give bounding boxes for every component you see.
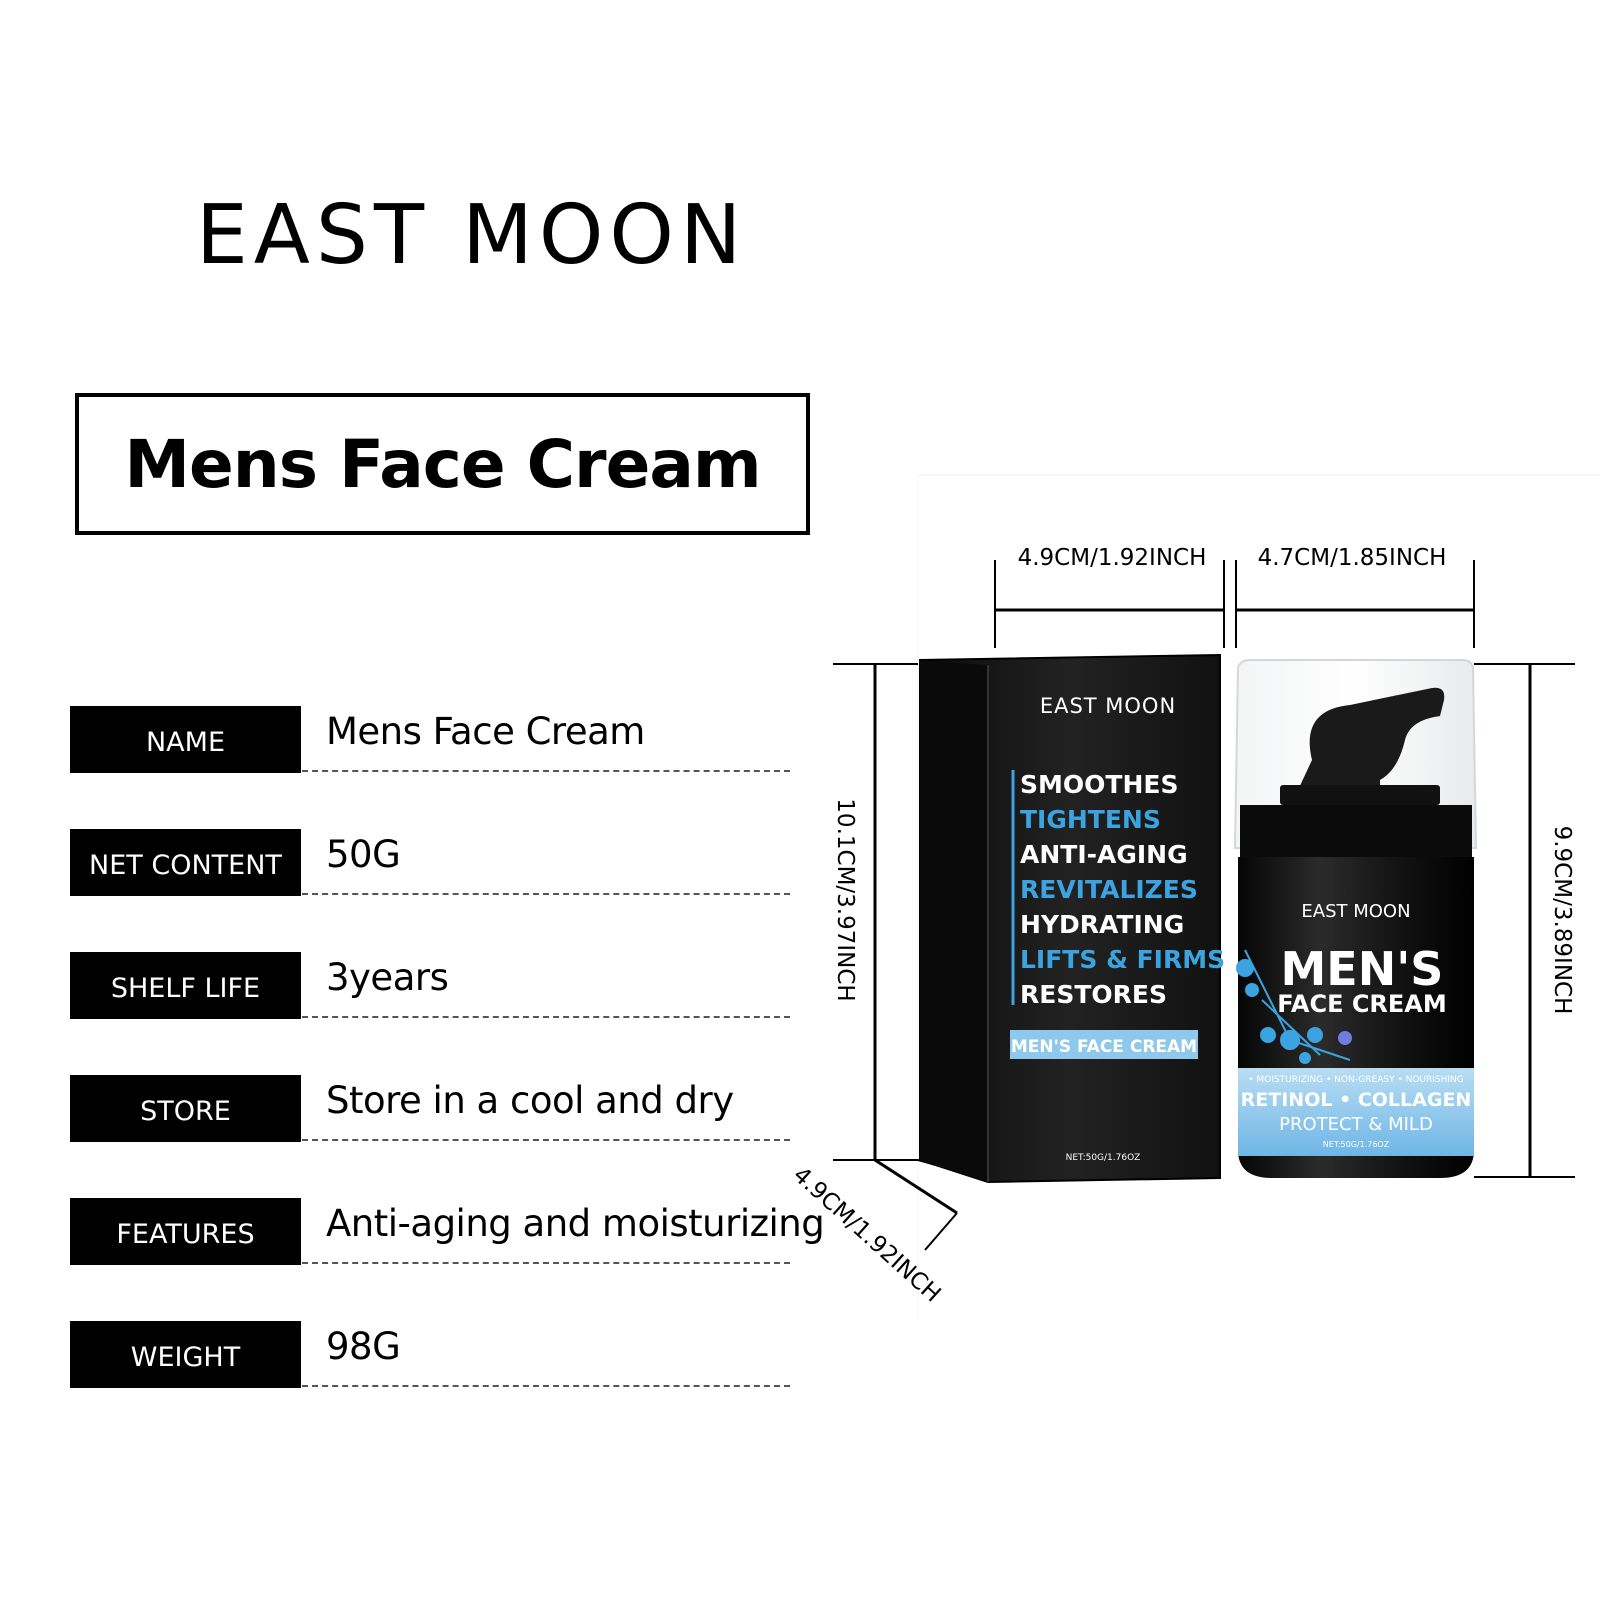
spec-label: FEATURES (70, 1198, 301, 1265)
box-claim: LIFTS & FIRMS (1020, 945, 1225, 974)
spec-value: Mens Face Cream (326, 710, 645, 753)
dimension-jar-width: 4.7CM/1.85INCH (1235, 545, 1475, 648)
dashed-divider (302, 770, 790, 772)
spec-label: SHELF LIFE (70, 952, 301, 1019)
spec-value: 98G (326, 1325, 401, 1368)
spec-row-weight: WEIGHT 98G (70, 1321, 790, 1391)
dashed-divider (302, 1139, 790, 1141)
dimension-box-height: 10.1CM/3.97INCH (832, 663, 918, 1161)
dimension-box-width: 4.9CM/1.92INCH (994, 545, 1225, 648)
box-claim: TIGHTENS (1020, 805, 1161, 834)
spec-label: WEIGHT (70, 1321, 301, 1388)
spec-row-name: NAME Mens Face Cream (70, 706, 790, 776)
box-brand: EAST MOON (1040, 694, 1176, 718)
molecule-graphic (1236, 949, 1352, 1064)
dashed-divider (302, 1262, 790, 1264)
spec-label: STORE (70, 1075, 301, 1142)
box-claim: REVITALIZES (1020, 875, 1198, 904)
dimension-jar-height: 9.9CM/3.89INCH (1474, 663, 1575, 1178)
dimension-label: 10.1CM/3.97INCH (832, 798, 858, 1001)
brand-logo: EAST MOON (196, 188, 748, 283)
product-box: EAST MOON SMOOTHES TIGHTENS ANTI-AGING R… (919, 653, 1225, 1184)
jar-label (1238, 1068, 1474, 1156)
box-claim: ANTI-AGING (1020, 840, 1188, 869)
dashed-divider (302, 1016, 790, 1018)
jar-brand: EAST MOON (1301, 901, 1410, 922)
spec-value: Store in a cool and dry (326, 1079, 734, 1122)
pump-head (1298, 687, 1445, 790)
jar-title-line1: MEN'S (1281, 942, 1444, 996)
spec-row-shelf-life: SHELF LIFE 3years (70, 952, 790, 1022)
box-net: NET:50G/1.76OZ (1066, 1153, 1141, 1163)
box-claim: RESTORES (1020, 980, 1167, 1009)
dimension-label: 4.9CM/1.92INCH (788, 1162, 946, 1308)
jar-ingredients: RETINOL • COLLAGEN (1241, 1089, 1472, 1111)
dashed-divider (302, 1385, 790, 1387)
spec-row-store: STORE Store in a cool and dry (70, 1075, 790, 1145)
box-ribbon (1010, 1030, 1198, 1059)
spec-row-features: FEATURES Anti-aging and moisturizing (70, 1198, 825, 1268)
spec-value: 50G (326, 833, 401, 876)
box-ribbon-text: MEN'S FACE CREAM (1011, 1037, 1197, 1057)
spec-value: 3years (326, 956, 449, 999)
dashed-divider (302, 893, 790, 895)
dimension-label: 9.9CM/3.89INCH (1549, 826, 1575, 1015)
box-claim: HYDRATING (1020, 910, 1184, 939)
jar-subtitle: PROTECT & MILD (1279, 1114, 1433, 1135)
product-title-box: Mens Face Cream (75, 393, 810, 535)
dimension-label: 4.9CM/1.92INCH (1018, 545, 1207, 571)
jar-tagline: • MOISTURIZING • NON-GREASY • NOURISHING (1248, 1075, 1464, 1085)
product-jar: EAST MOON MEN'S FACE CREAM • MOISTURIZIN… (1233, 659, 1478, 1178)
product-title: Mens Face Cream (124, 425, 761, 503)
spec-label: NET CONTENT (70, 829, 301, 896)
spec-row-net-content: NET CONTENT 50G (70, 829, 790, 899)
jar-net: NET:50G/1.76OZ (1323, 1140, 1390, 1149)
spec-value: Anti-aging and moisturizing (326, 1202, 825, 1245)
dimension-label: 4.7CM/1.85INCH (1258, 545, 1447, 571)
jar-title-line2: FACE CREAM (1277, 990, 1447, 1018)
box-claim: SMOOTHES (1020, 770, 1178, 799)
spec-label: NAME (70, 706, 301, 773)
dimension-box-depth: 4.9CM/1.92INCH (788, 1158, 991, 1308)
